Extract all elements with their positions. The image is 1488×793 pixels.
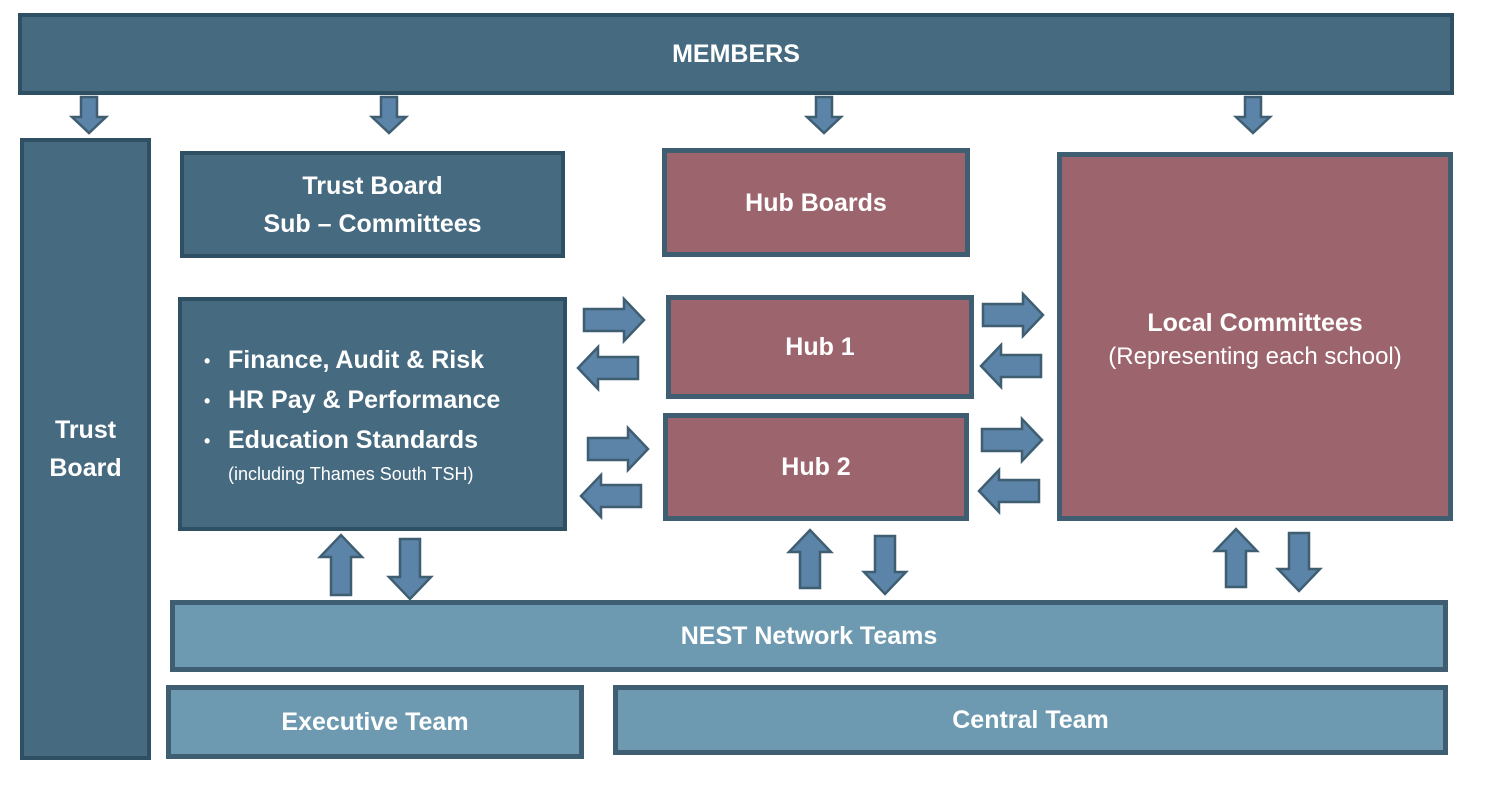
members-label: MEMBERS (672, 40, 800, 68)
sub-committees-line1: Trust Board (302, 171, 443, 200)
nest-network-teams-label: NEST Network Teams (680, 622, 938, 650)
hub1-label: Hub 1 (785, 333, 855, 361)
arrow-left-icon (576, 343, 640, 393)
arrow-up-icon (1212, 527, 1260, 589)
hub2-label: Hub 2 (781, 453, 851, 481)
committee-list-box: • Finance, Audit & Risk • HR Pay & Perform… (178, 297, 567, 531)
sub-committees-box: Trust Board Sub – Committees (180, 151, 565, 258)
committee-item-label: Finance, Audit & Risk (228, 346, 485, 375)
hub2-box: Hub 2 (663, 413, 969, 521)
trust-board-box: Trust Board (20, 138, 151, 760)
nest-network-teams-box: NEST Network Teams (170, 600, 1448, 672)
hub1-box: Hub 1 (666, 295, 974, 399)
arrow-up-icon (317, 533, 365, 597)
arrow-right-icon (582, 295, 646, 345)
local-committees-box: Local Committees (Representing each scho… (1057, 152, 1453, 521)
sub-committees-line2: Sub – Committees (263, 209, 482, 238)
executive-team-box: Executive Team (166, 685, 584, 759)
bullet-icon: • (204, 430, 211, 451)
committee-list: • Finance, Audit & Risk • HR Pay & Perform… (190, 341, 500, 487)
arrow-down-icon (1275, 531, 1323, 593)
bullet-icon: • (204, 351, 211, 372)
arrow-down-icon (386, 537, 434, 601)
arrow-right-icon (980, 415, 1044, 465)
central-team-label: Central Team (952, 706, 1109, 734)
local-committees-subtitle: (Representing each school) (1108, 343, 1402, 370)
hub-boards-box: Hub Boards (662, 148, 970, 257)
committee-item: • Finance, Audit & Risk (190, 341, 500, 381)
committee-item-label: HR Pay & Performance (228, 386, 501, 415)
committee-item: • HR Pay & Performance (190, 381, 500, 421)
central-team-box: Central Team (613, 685, 1448, 755)
local-committees-title: Local Committees (1147, 309, 1363, 337)
committee-note: (including Thames South TSH) (228, 463, 474, 484)
arrow-down-icon (1232, 95, 1274, 135)
committee-item-label: Education Standards (228, 425, 479, 454)
arrow-down-icon (861, 534, 909, 596)
committee-item: • Education Standards (including Thames S… (190, 421, 500, 487)
executive-team-label: Executive Team (281, 708, 469, 736)
arrow-down-icon (803, 95, 845, 135)
arrow-up-icon (786, 528, 834, 590)
trust-board-label-line1: Trust (54, 416, 117, 444)
arrow-left-icon (977, 466, 1041, 516)
arrow-left-icon (579, 471, 643, 521)
arrow-right-icon (981, 290, 1045, 340)
arrow-left-icon (979, 341, 1043, 391)
arrow-down-icon (68, 95, 110, 135)
arrow-right-icon (586, 424, 650, 474)
arrow-down-icon (368, 95, 410, 135)
bullet-icon: • (204, 390, 211, 411)
members-bar: MEMBERS (18, 13, 1454, 95)
hub-boards-label: Hub Boards (745, 188, 887, 217)
trust-board-label-line2: Board (49, 454, 122, 482)
